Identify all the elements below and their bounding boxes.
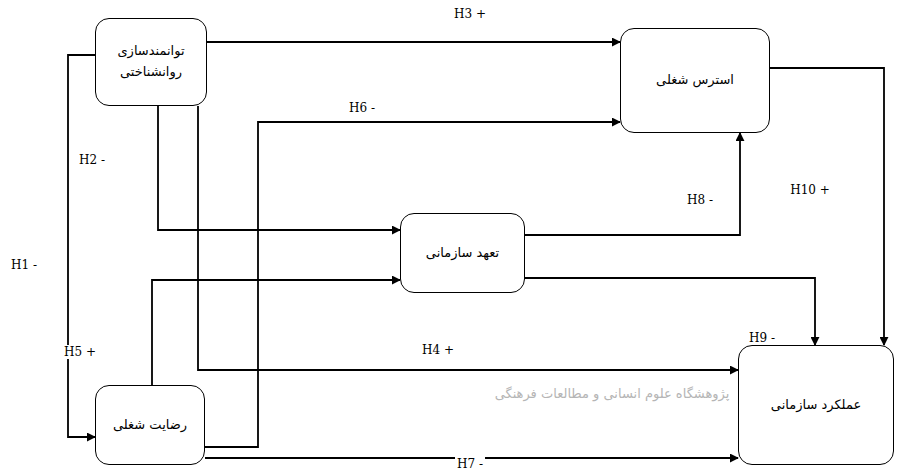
arrow-connector [525,133,740,235]
arrow-connector [198,106,738,370]
node-title: توانمندسازی روانشناختی [104,41,198,83]
arrow-connector [68,55,95,437]
node-title: تعهد سازمانی [426,243,499,264]
node-title: عملکرد سازمانی [771,395,861,416]
arrow-connector [158,106,400,230]
hypothesis-label: H6 - [347,101,377,115]
hypothesis-label: H7 - [455,457,485,471]
hypothesis-label: H3 + [452,7,488,21]
arrow-connector [770,68,884,345]
arrow-connector [152,280,400,385]
hypothesis-label: H1 - [9,258,39,272]
hypothesis-label: H10 + [788,183,832,197]
hypothesis-label: H4 + [420,343,456,357]
concept-box: تعهد سازمانی [400,213,525,293]
concept-box: استرس شغلی [620,28,770,133]
hypothesis-label: H9 - [747,331,777,345]
hypothesis-label: H5 + [62,345,98,359]
watermark: پژوهشگاه علوم انسانی و مطالعات فرهنگی [495,386,730,401]
concept-box: عملکرد سازمانی [738,345,894,465]
hypothesis-label: H2 - [77,153,107,167]
node-title: رضایت شغلی [113,415,187,436]
concept-box: رضایت شغلی [95,385,205,465]
arrow-connector [525,278,815,345]
arrow-connector [207,41,620,43]
concept-box: توانمندسازی روانشناختی [95,18,207,106]
hypothesis-label: H8 - [685,193,715,207]
node-title: استرس شغلی [656,70,734,91]
